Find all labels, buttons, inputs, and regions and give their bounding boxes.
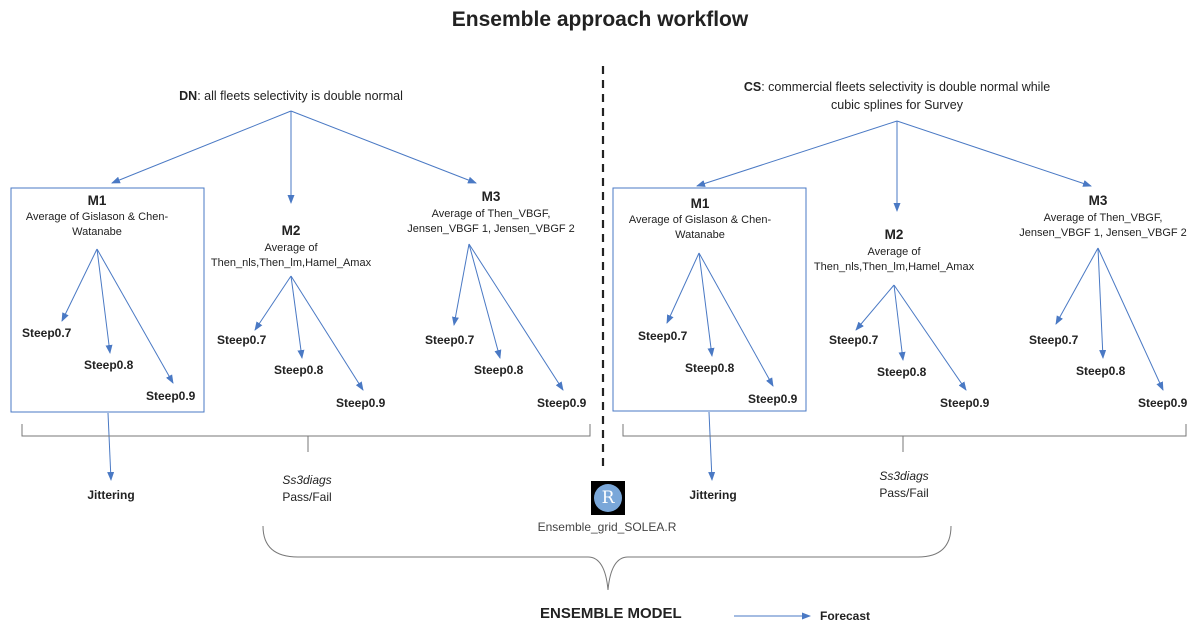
- left-m2-desc-1: Average of: [264, 242, 318, 254]
- left-m1-steep07: Steep0.7: [22, 326, 72, 340]
- arrow-rm1-s07: [666, 252, 700, 324]
- arrow-rm1-s08: [698, 252, 715, 357]
- right-m2-steep08: Steep0.8: [877, 365, 927, 379]
- right-jittering: Jittering: [689, 488, 737, 502]
- right-m2-desc-1: Average of: [867, 246, 921, 258]
- left-m3-steep09: Steep0.9: [537, 396, 587, 410]
- ensemble-model-label: ENSEMBLE MODEL: [540, 605, 682, 622]
- right-m1-steep08: Steep0.8: [685, 361, 735, 375]
- right-m2-title: M2: [884, 227, 904, 242]
- left-m1-desc-2: Watanabe: [72, 226, 122, 238]
- right-m3-desc-1: Average of Then_VBGF,: [1043, 212, 1163, 224]
- right-intro-key: CS: [743, 80, 762, 94]
- arrow-dn-m1: [111, 110, 292, 184]
- left-m1-desc-1: Average of Gislason & Chen-: [25, 211, 169, 223]
- r-logo-icon: R: [591, 481, 625, 515]
- right-m2-desc-2: Then_nls,Then_lm,Hamel_Amax: [813, 261, 975, 273]
- right-m3-steep07: Steep0.7: [1029, 333, 1079, 347]
- right-m3-title: M3: [1088, 193, 1108, 208]
- left-m3-steep08: Steep0.8: [474, 363, 524, 377]
- right-m1-steep09: Steep0.9: [748, 392, 798, 406]
- arrow-m3-s09: [468, 243, 564, 391]
- left-bracket: [21, 424, 591, 437]
- arrow-m1-s09: [96, 248, 174, 384]
- arrow-cs-m3: [896, 120, 1092, 187]
- arrow-left-jitter: [107, 412, 115, 481]
- right-intro-text: : commercial fleets selectivity is doubl…: [761, 80, 1051, 94]
- right-ss3diags: Ss3diags: [879, 469, 929, 483]
- arrow-m1-s08: [96, 248, 113, 354]
- diagram-title: Ensemble approach workflow: [451, 8, 749, 31]
- right-pass-fail: Pass/Fail: [879, 486, 929, 500]
- arrow-rm2-s09: [893, 284, 967, 391]
- arrow-m3-s07: [452, 243, 470, 326]
- arrow-m2-s07: [254, 275, 292, 331]
- right-intro-line-1: CS: commercial fleets selectivity is dou…: [744, 79, 1050, 96]
- right-m3-desc-2: Jensen_VBGF 1, Jensen_VBGF 2: [1019, 227, 1187, 239]
- left-m3-steep07: Steep0.7: [425, 333, 475, 347]
- forecast-label: Forecast: [820, 609, 871, 623]
- left-ss3diags: Ss3diags: [282, 473, 332, 487]
- arrow-rm3-s07: [1055, 247, 1099, 325]
- left-m3-desc-2: Jensen_VBGF 1, Jensen_VBGF 2: [407, 223, 575, 235]
- right-m2-steep07: Steep0.7: [829, 333, 879, 347]
- left-m2-steep09: Steep0.9: [336, 396, 386, 410]
- right-m1-desc-1: Average of Gislason & Chen-: [628, 214, 772, 226]
- arrow-rm2-s08: [893, 284, 906, 361]
- right-m1-desc-2: Watanabe: [675, 229, 725, 241]
- right-m3-steep08: Steep0.8: [1076, 364, 1126, 378]
- arrow-right-jitter: [708, 411, 716, 481]
- r-logo-letter: R: [594, 484, 622, 512]
- arrow-rm2-s07: [855, 284, 895, 331]
- left-jittering: Jittering: [87, 488, 135, 502]
- arrows: [61, 110, 1164, 620]
- left-m1-title: M1: [87, 193, 107, 208]
- arrow-cs-m1: [696, 120, 898, 187]
- left-m2-steep07: Steep0.7: [217, 333, 267, 347]
- left-m2-steep08: Steep0.8: [274, 363, 324, 377]
- left-m2-title: M2: [281, 223, 301, 238]
- left-pass-fail: Pass/Fail: [282, 490, 332, 504]
- right-m1-title: M1: [690, 196, 710, 211]
- left-intro-key: DN: [179, 89, 198, 103]
- right-m3-steep09: Steep0.9: [1138, 396, 1188, 410]
- arrow-rm3-s08: [1097, 247, 1107, 359]
- arrow-m1-s07: [61, 248, 98, 322]
- left-m1-box: [10, 187, 205, 413]
- right-intro-line-2: cubic splines for Survey: [830, 98, 964, 112]
- arrow-dn-m3: [290, 110, 477, 184]
- right-bracket: [622, 424, 1187, 437]
- left-m1-steep09: Steep0.9: [146, 389, 196, 403]
- arrow-m2-s09: [290, 275, 364, 391]
- brackets: [21, 424, 1187, 591]
- left-m3-title: M3: [481, 189, 501, 204]
- left-m3-desc-1: Average of Then_VBGF,: [431, 208, 551, 220]
- arrow-m3-s08: [468, 243, 502, 359]
- left-intro-text: : all fleets selectivity is double norma…: [197, 89, 403, 103]
- arrow-rm1-s09: [698, 252, 774, 387]
- ensemble-script-name: Ensemble_grid_SOLEA.R: [537, 520, 677, 534]
- right-m1-steep07: Steep0.7: [638, 329, 688, 343]
- ensemble-brace: [262, 525, 952, 591]
- right-m2-steep09: Steep0.9: [940, 396, 990, 410]
- right-m1-box: [612, 187, 807, 412]
- arrow-m2-s08: [290, 275, 305, 359]
- left-m2-desc-2: Then_nls,Then_lm,Hamel_Amax: [210, 257, 372, 269]
- left-m1-steep08: Steep0.8: [84, 358, 134, 372]
- left-intro: DN: all fleets selectivity is double nor…: [179, 88, 403, 105]
- arrow-rm3-s09: [1097, 247, 1164, 391]
